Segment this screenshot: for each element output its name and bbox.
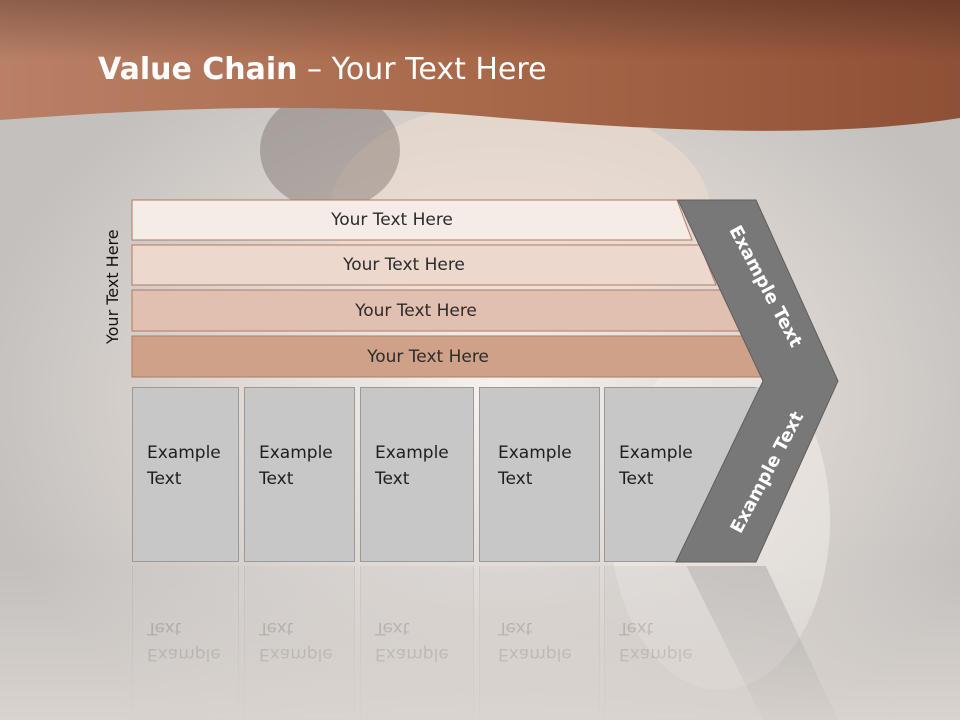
chevron-arrow (675, 199, 839, 563)
band-4-label: Your Text Here (367, 346, 489, 367)
band-3: Your Text Here (131, 289, 741, 332)
band-1-label: Your Text Here (331, 210, 453, 230)
band-2-label: Your Text Here (343, 255, 465, 275)
band-2: Your Text Here (131, 244, 717, 286)
band-3-label: Your Text Here (355, 300, 477, 321)
band-1: Your Text Here (131, 199, 693, 241)
slide-title: Value Chain – Your Text Here (98, 52, 547, 87)
